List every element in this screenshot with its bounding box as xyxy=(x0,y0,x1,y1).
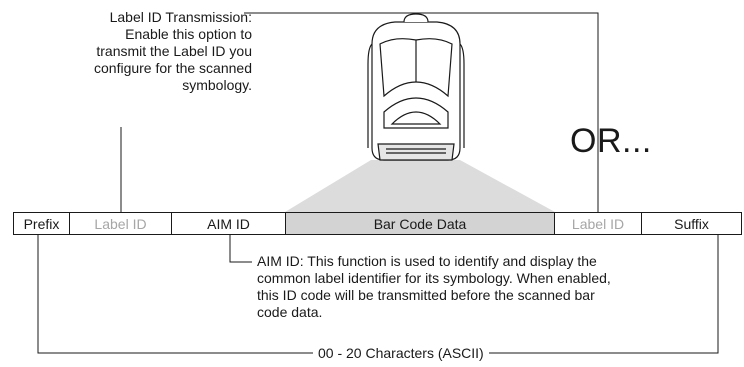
label-id-description: Label ID Transmission: Enable this optio… xyxy=(94,9,252,93)
or-text: OR... xyxy=(570,122,652,160)
field-label-id-left-label: Label ID xyxy=(94,215,147,232)
field-label-id-right-label: Label ID xyxy=(571,215,625,232)
aim-id-description: AIM ID: This function is used to identif… xyxy=(257,253,611,320)
field-prefix: Prefix xyxy=(13,212,70,235)
field-label-id-left: Label ID xyxy=(69,212,172,235)
range-label: 00 - 20 Characters (ASCII) xyxy=(313,345,489,362)
field-bar-code-data: Bar Code Data xyxy=(285,212,555,235)
field-bar-code-data-label: Bar Code Data xyxy=(373,215,467,232)
aim-id-callout-line xyxy=(229,235,252,263)
barcode-scanner-icon xyxy=(367,13,465,161)
scan-beam xyxy=(285,160,555,212)
field-label-id-right: Label ID xyxy=(554,212,642,235)
field-aim-id: AIM ID xyxy=(171,212,286,235)
field-prefix-label: Prefix xyxy=(23,215,60,232)
field-aim-id-label: AIM ID xyxy=(207,215,250,232)
label-id-callout-line xyxy=(244,12,599,212)
field-suffix: Suffix xyxy=(641,212,742,235)
field-suffix-label: Suffix xyxy=(674,215,709,232)
